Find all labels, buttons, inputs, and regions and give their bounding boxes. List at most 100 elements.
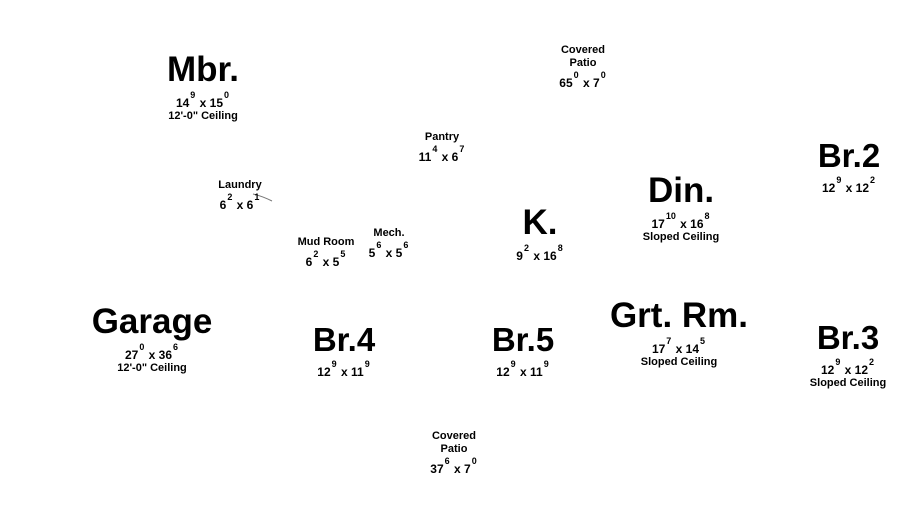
dimension-separator: x <box>450 462 464 476</box>
room-dimensions: 129 x 119 <box>492 359 554 379</box>
room-length-inches: 7 <box>459 144 465 154</box>
room-length-inches: 1 <box>254 192 260 202</box>
room-name: Laundry <box>218 179 262 191</box>
room-length: 14 <box>685 342 700 356</box>
room-dimensions: 129 x 122 <box>818 175 880 195</box>
room-width-inches: 2 <box>523 243 529 253</box>
room-width-inches: 0 <box>573 70 579 80</box>
room-name: Covered Patio <box>560 44 606 69</box>
room-width-inches: 9 <box>190 90 196 100</box>
ceiling-note: Sloped Ceiling <box>809 377 887 389</box>
room-width-inches: 2 <box>313 249 319 259</box>
room-length-inches: 9 <box>364 359 370 369</box>
ceiling-note: 12'-0" Ceiling <box>117 362 187 374</box>
room-width-inches: 2 <box>227 192 233 202</box>
room-label-mbr: Mbr. 149 x 150 12'-0" Ceiling <box>167 49 239 123</box>
room-dimensions: 129 x 119 <box>313 359 375 379</box>
room-width-inches: 10 <box>665 211 676 221</box>
room-name: Br.2 <box>817 137 881 174</box>
room-length: 5 <box>395 246 403 260</box>
room-name: Br.4 <box>312 321 376 358</box>
room-width: 12 <box>496 365 510 379</box>
room-label-kitchen: K.92 x 168 <box>516 202 563 263</box>
room-length-inches: 5 <box>700 336 706 346</box>
room-name: Mech. <box>373 227 405 239</box>
room-length: 15 <box>209 96 224 110</box>
room-length-inches: 0 <box>600 70 606 80</box>
room-label-mech: Mech.56 x 56 <box>359 227 419 260</box>
room-length: 5 <box>332 255 340 269</box>
dimension-separator: x <box>337 365 351 379</box>
dimension-separator: x <box>438 150 452 164</box>
room-width: 17 <box>651 342 666 356</box>
room-length: 11 <box>530 365 543 379</box>
room-length: 12 <box>854 363 869 377</box>
dimension-separator: x <box>319 255 333 269</box>
room-width: 12 <box>820 363 835 377</box>
dimension-separator: x <box>841 363 855 377</box>
room-name: Garage <box>91 302 213 341</box>
room-length: 6 <box>246 198 254 212</box>
room-width: 27 <box>124 348 139 362</box>
room-length: 16 <box>543 249 557 263</box>
room-width: 5 <box>368 246 376 260</box>
room-dimensions: 56 x 56 <box>359 240 419 260</box>
room-width-inches: 4 <box>432 144 438 154</box>
room-length-inches: 6 <box>403 240 409 250</box>
room-width-inches: 7 <box>666 336 672 346</box>
room-length: 12 <box>855 181 870 195</box>
room-name: Covered Patio <box>431 430 477 455</box>
room-name: Mbr. <box>167 50 239 89</box>
room-width: 12 <box>317 365 331 379</box>
room-dimensions: 376 x 70 <box>424 456 484 476</box>
dimension-separator: x <box>676 217 691 231</box>
room-width: 6 <box>219 198 227 212</box>
room-width-inches: 9 <box>836 175 842 185</box>
room-length-inches: 2 <box>870 175 876 185</box>
room-width-inches: 9 <box>510 359 516 369</box>
room-dimensions: 129 x 122 <box>810 357 886 377</box>
room-length-inches: 5 <box>340 249 346 259</box>
room-length-inches: 0 <box>471 456 477 466</box>
ceiling-note: Sloped Ceiling <box>640 356 718 368</box>
room-length: 7 <box>464 462 471 476</box>
room-dimensions: 114 x 67 <box>412 144 472 164</box>
room-length-inches: 6 <box>173 342 179 352</box>
room-width: 14 <box>175 96 190 110</box>
ceiling-note: 12'-0" Ceiling <box>168 110 238 122</box>
dimension-separator: x <box>529 249 544 263</box>
room-length-inches: 9 <box>543 359 549 369</box>
room-name: Br.3 <box>816 319 880 356</box>
room-width-inches: 6 <box>376 240 382 250</box>
dimension-separator: x <box>145 348 159 362</box>
room-length: 11 <box>351 365 364 379</box>
dimension-separator: x <box>579 76 593 90</box>
room-width: 65 <box>559 76 573 90</box>
room-width: 37 <box>430 462 444 476</box>
room-length: 16 <box>690 217 704 231</box>
dimension-separator: x <box>516 365 530 379</box>
ceiling-note: Sloped Ceiling <box>642 231 720 243</box>
room-name: K. <box>522 203 558 242</box>
dimension-separator: x <box>196 96 210 110</box>
dimension-separator: x <box>233 198 247 212</box>
room-dimensions: 62 x 61 <box>210 192 270 212</box>
room-length-inches: 0 <box>224 90 230 100</box>
room-name: Pantry <box>424 131 460 143</box>
room-width-inches: 9 <box>331 359 337 369</box>
dimension-separator: x <box>672 342 686 356</box>
room-dimensions: 177 x 145 <box>610 336 748 356</box>
